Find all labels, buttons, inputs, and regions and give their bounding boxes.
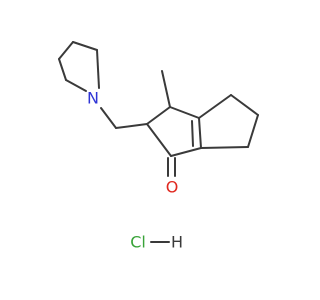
- nitrogen-label: N: [87, 89, 99, 108]
- cyclopentenone-ring: [146, 106, 202, 157]
- bond-c6a-c1: [170, 147, 202, 157]
- bond-c2-c3: [146, 106, 171, 125]
- bond-c3-c3a: [169, 106, 200, 119]
- bond-n-ch2: [100, 107, 117, 129]
- bond-ring-left-upper: [58, 58, 67, 81]
- oxygen-label: O: [166, 178, 179, 197]
- molecule-diagram: N O Cl H: [58, 41, 259, 252]
- bond-ring-right-n: [96, 49, 100, 89]
- bond-methyl: [161, 70, 171, 108]
- bond-c3a-c6a: [198, 117, 202, 149]
- bond-c1-c2: [146, 123, 172, 157]
- bond-ring-right-upper: [72, 41, 98, 51]
- structure-canvas: N O Cl H: [58, 41, 259, 252]
- bond-c3a-c6a-double: [191, 120, 194, 147]
- chlorine-label: Cl: [130, 233, 146, 252]
- bond-ring-n-left: [65, 79, 87, 92]
- cyclopentane-ring: [198, 94, 259, 149]
- bond-ch2-c2: [115, 123, 148, 129]
- bond-c4-c5: [230, 94, 259, 116]
- hydrogen-label: H: [171, 233, 183, 252]
- bond-c3a-c4: [198, 94, 232, 119]
- bond-c5-c6: [247, 114, 259, 148]
- pyrrolidine-ring: [58, 41, 100, 92]
- bond-c6-c6a: [200, 146, 249, 149]
- bond-ring-top: [58, 41, 74, 60]
